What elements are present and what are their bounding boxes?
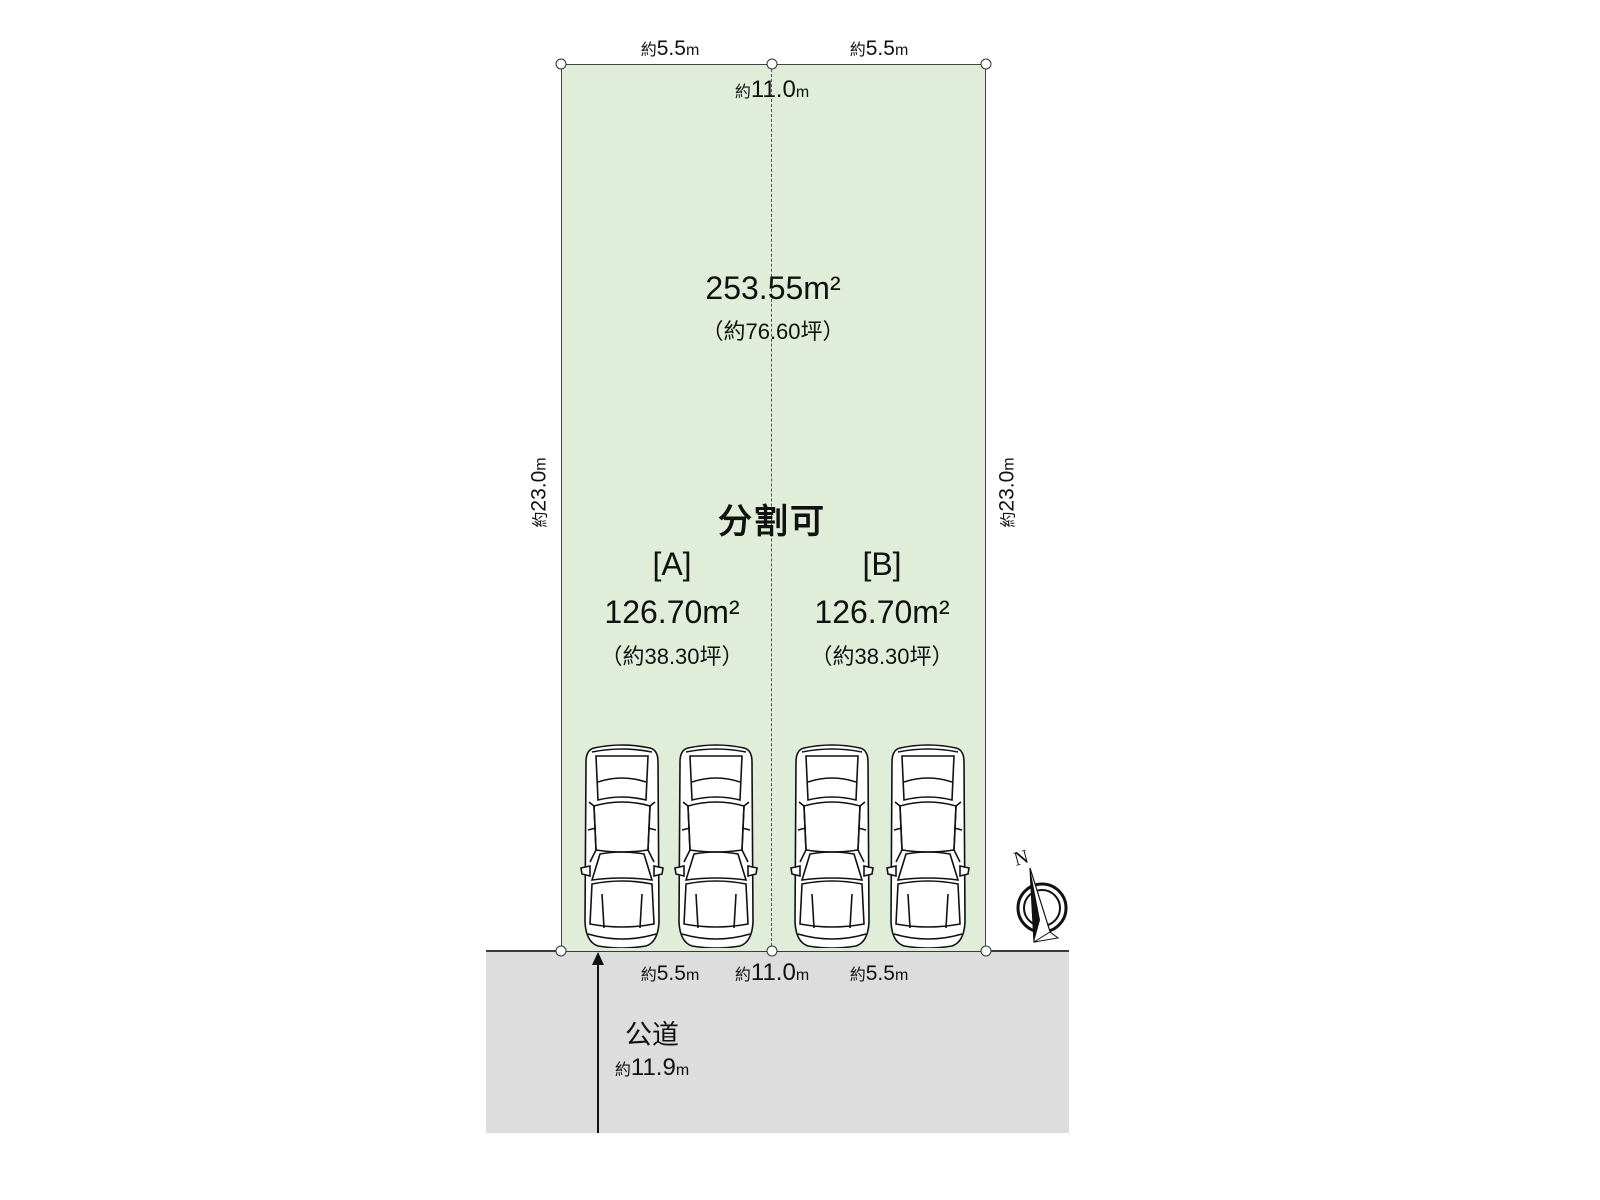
bottom-total-dimension: 約11.0m	[734, 959, 810, 986]
car-icon	[790, 744, 874, 948]
plot-b-tsubo: （約38.30坪）	[810, 644, 954, 669]
lot-divider-line	[771, 64, 772, 951]
corner-node-bottom-left	[555, 945, 567, 957]
car-icon	[580, 744, 664, 948]
compass: N	[1000, 842, 1080, 946]
road-name: 公道	[625, 1020, 679, 1050]
bottom-left-dimension: 約5.5m	[640, 962, 700, 985]
top-total-dimension: 約11.0m	[734, 76, 810, 103]
arrow-head-icon	[592, 952, 604, 965]
plot-a-area: 126.70m²	[604, 594, 740, 630]
total-area: 253.55m²	[705, 270, 841, 306]
corner-node-top-left	[555, 58, 567, 70]
road-width-arrow-line	[597, 958, 599, 1133]
right-side-dimension: 約23.0m	[995, 457, 1019, 528]
car-icon	[674, 744, 758, 948]
road-edge-line	[486, 950, 1069, 952]
split-possible-label: 分割可	[718, 503, 826, 541]
top-left-dimension: 約5.5m	[640, 37, 700, 60]
top-right-dimension: 約5.5m	[849, 37, 909, 60]
svg-text:N: N	[1011, 846, 1031, 871]
corner-node-bottom-right	[980, 945, 992, 957]
plot-a-tsubo: （約38.30坪）	[600, 644, 744, 669]
corner-node-top-mid	[766, 58, 778, 70]
road-width: 約11.9m	[614, 1054, 690, 1081]
bottom-right-dimension: 約5.5m	[849, 962, 909, 985]
plot-b-label: [B]	[862, 546, 902, 582]
public-road	[486, 951, 1069, 1133]
left-side-dimension: 約23.0m	[527, 457, 551, 528]
north-arrow-icon: N	[1011, 846, 1068, 943]
total-area-tsubo: （約76.60坪）	[701, 319, 845, 344]
car-icon	[886, 744, 970, 948]
plot-b-area: 126.70m²	[814, 594, 950, 630]
corner-node-bottom-mid	[766, 945, 778, 957]
plot-a-label: [A]	[652, 546, 692, 582]
corner-node-top-right	[980, 58, 992, 70]
